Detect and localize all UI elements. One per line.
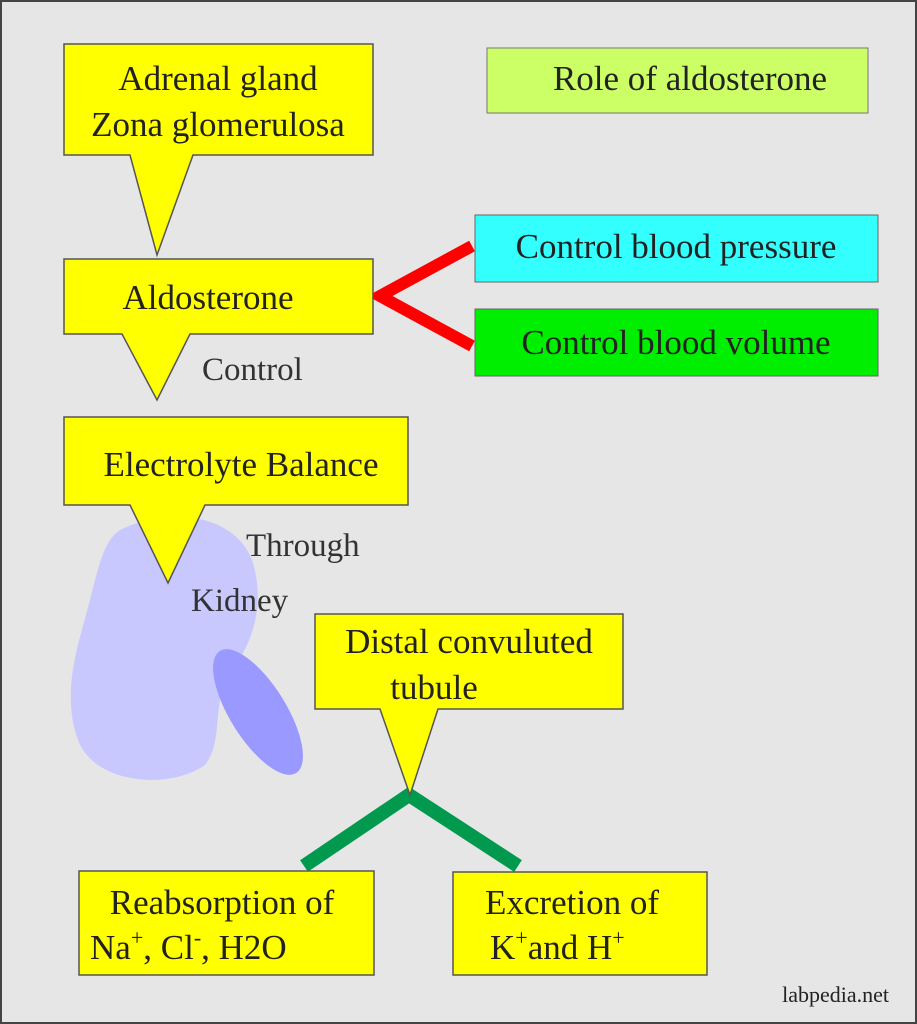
electrolyte-balance-label: Electrolyte Balance: [104, 445, 379, 484]
through-connector-label: Through: [246, 528, 360, 564]
adrenal-gland-label: Adrenal gland: [118, 59, 318, 98]
electrolyte-balance-callout: Electrolyte Balance: [63, 416, 409, 585]
hydrogen-plus-sup: +: [612, 925, 624, 950]
excretion-box: Excretion of K+and H+: [452, 871, 708, 976]
green-branch-connector: [300, 786, 522, 872]
aldosterone-label: Aldosterone: [122, 278, 293, 317]
reabsorption-box: Reabsorption of Na+, Cl-, H2O: [78, 870, 375, 976]
excretion-label: Excretion of: [485, 883, 659, 922]
page-title: Role of aldosterone: [553, 59, 827, 98]
sodium-plus-sup: +: [131, 925, 143, 950]
hydrogen-label: and H: [528, 928, 613, 967]
potassium-plus-sup: +: [515, 925, 527, 950]
adrenal-gland-callout: Adrenal gland Zona glomerulosa: [63, 43, 374, 258]
chloride-label: , Cl: [143, 928, 194, 967]
aldosterone-callout: Aldosterone: [63, 258, 374, 402]
kidney-icon: [70, 516, 303, 780]
reabsorption-label: Reabsorption of: [110, 883, 335, 922]
title-box: Role of aldosterone: [486, 47, 869, 114]
red-branch-connector: [367, 240, 475, 352]
control-connector-label: Control: [202, 352, 303, 388]
sodium-label: Na: [90, 928, 131, 967]
potassium-label: K: [490, 928, 515, 967]
excretion-ions: K+and H+: [490, 925, 625, 967]
control-blood-pressure-box: Control blood pressure: [474, 214, 879, 283]
kidney-connector-label: Kidney: [191, 583, 289, 619]
control-blood-volume-box: Control blood volume: [474, 308, 879, 377]
reabsorption-ions: Na+, Cl-, H2O: [90, 925, 287, 967]
control-blood-pressure-label: Control blood pressure: [516, 227, 837, 266]
distal-tubule-callout: Distal convuluted tubule: [314, 613, 624, 798]
watermark-label: labpedia.net: [782, 982, 889, 1007]
zona-glomerulosa-label: Zona glomerulosa: [91, 105, 345, 144]
control-blood-volume-label: Control blood volume: [521, 323, 830, 362]
chloride-minus-sup: -: [194, 925, 201, 950]
water-label: , H2O: [201, 928, 287, 967]
tubule-label: tubule: [390, 668, 477, 707]
distal-convoluted-label: Distal convuluted: [345, 622, 593, 661]
